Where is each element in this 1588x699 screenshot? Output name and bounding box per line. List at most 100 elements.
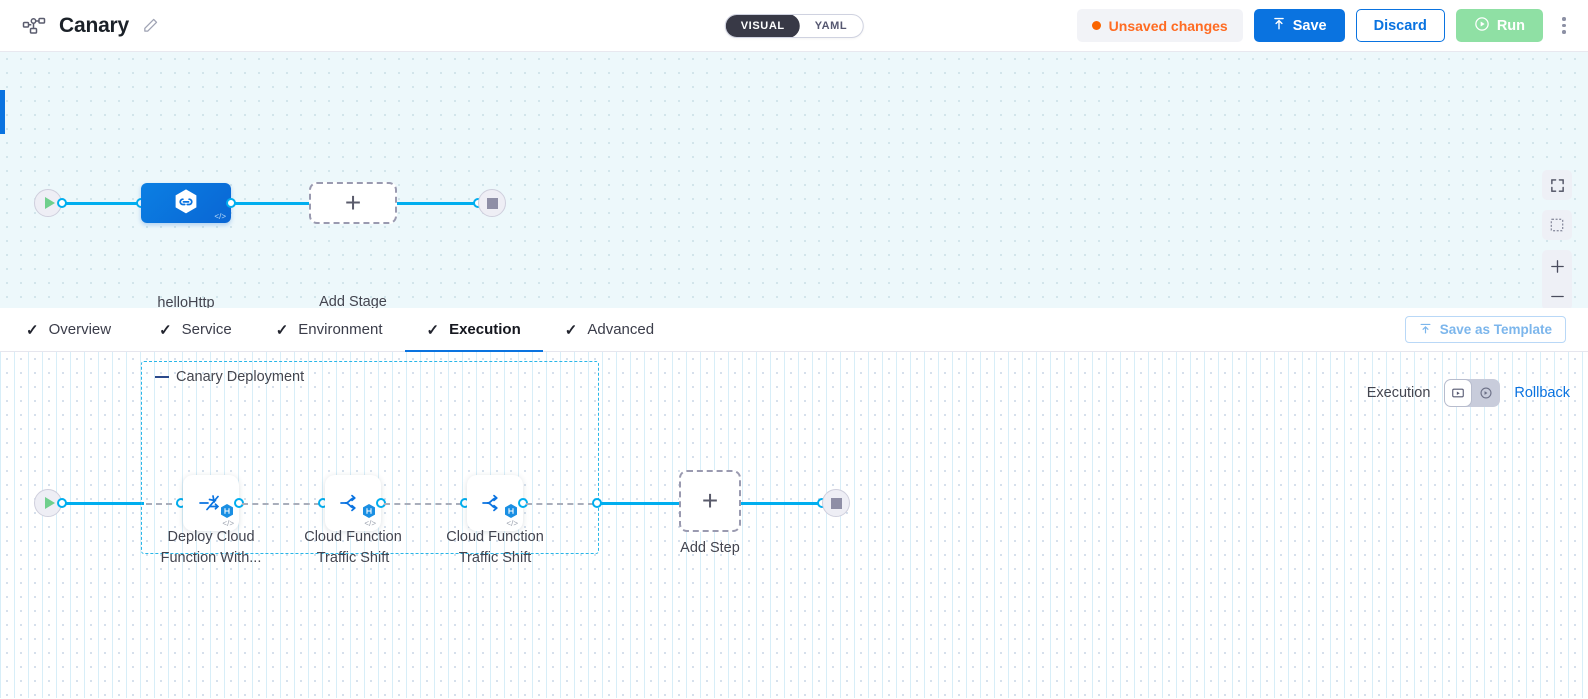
save-button-label: Save <box>1292 17 1327 34</box>
execution-toolbar: Execution Rollback <box>1367 379 1570 407</box>
step-group-title-label: Canary Deployment <box>176 369 305 385</box>
harness-hex-badge <box>363 504 375 518</box>
tab-advanced[interactable]: ✓ Advanced <box>543 308 676 352</box>
plus-icon: + <box>344 187 362 218</box>
play-icon <box>44 197 55 209</box>
execution-steps-canvas[interactable]: Execution Rollback Canary Deploymen <box>0 352 1588 698</box>
stage-code-badge: </> <box>214 212 226 221</box>
plus-icon: + <box>701 485 719 516</box>
cloud-function-link-icon <box>175 189 197 214</box>
tab-overview[interactable]: ✓ Overview <box>26 308 137 352</box>
check-icon: ✓ <box>564 321 578 339</box>
edge-addstep-to-end <box>741 502 821 505</box>
discard-button-label: Discard <box>1373 17 1427 34</box>
header-actions: Unsaved changes Save Discard Run <box>1076 9 1574 42</box>
discard-button[interactable]: Discard <box>1355 9 1445 42</box>
pipeline-graph-icon <box>22 14 46 38</box>
tab-advanced-label: Advanced <box>587 321 655 338</box>
edge-stage-to-addstage <box>234 202 310 205</box>
unsaved-changes-badge: Unsaved changes <box>1076 9 1243 42</box>
tab-service-label: Service <box>181 321 232 338</box>
execution-label: Execution <box>1366 385 1431 401</box>
kebab-menu-icon[interactable] <box>1554 13 1574 38</box>
edge-group-entry <box>146 503 182 505</box>
rollback-flow-icon <box>1480 387 1492 399</box>
step-group-canary-deployment[interactable] <box>141 361 599 554</box>
step-code-badge: </> <box>506 519 518 528</box>
edge-step2-to-step3 <box>384 503 462 505</box>
minus-icon <box>1550 295 1564 297</box>
zoom-in-button[interactable] <box>1542 250 1572 282</box>
add-stage-button[interactable]: + <box>309 182 397 224</box>
tab-environment-label: Environment <box>298 321 383 338</box>
stage-flow: </> helloHttp + Add Stage <box>0 52 1588 308</box>
collapse-dash-icon[interactable] <box>155 375 169 379</box>
check-icon: ✓ <box>159 321 172 339</box>
edge-addstage-to-end <box>397 202 477 205</box>
step-1-label: Deploy Cloud Function With... <box>136 527 286 569</box>
run-button[interactable]: Run <box>1455 9 1543 42</box>
fullscreen-button[interactable] <box>1542 170 1572 200</box>
page-title: Canary <box>59 13 130 37</box>
tab-overview-label: Overview <box>48 321 112 338</box>
run-button-label: Run <box>1496 17 1525 34</box>
edge-start-to-group <box>66 502 144 505</box>
stage-config-tabs: ✓ Overview ✓ Service ✓ Environment ✓ Exe… <box>0 308 1588 353</box>
tab-environment[interactable]: ✓ Environment <box>254 308 405 352</box>
step-node-traffic-shift-2[interactable]: </> <box>467 475 523 531</box>
fit-screen-icon <box>1550 218 1564 232</box>
check-icon: ✓ <box>426 321 440 339</box>
tab-service[interactable]: ✓ Service <box>137 308 254 352</box>
execution-flow-icon <box>1452 388 1465 398</box>
mode-option-yaml[interactable]: YAML <box>814 19 848 32</box>
add-step-label: Add Step <box>680 540 740 556</box>
rollback-link[interactable]: Rollback <box>1514 385 1570 401</box>
unsaved-changes-label: Unsaved changes <box>1108 17 1228 34</box>
execution-view-toggle[interactable] <box>1444 379 1501 407</box>
step-node-deploy-cloud-function[interactable]: </> <box>183 475 239 531</box>
stage-label: helloHttp <box>157 295 215 308</box>
pencil-icon[interactable] <box>142 17 159 34</box>
edge-step3-to-group-exit <box>526 503 594 505</box>
stop-icon <box>830 497 842 509</box>
step-code-badge: </> <box>222 519 234 528</box>
step-3-label-line1: Cloud Function <box>446 529 544 545</box>
mode-option-visual[interactable]: VISUAL <box>725 14 800 37</box>
mode-toggle[interactable]: VISUAL YAML <box>724 13 864 38</box>
step-2-label-line2: Traffic Shift <box>316 550 390 566</box>
check-icon: ✓ <box>26 321 39 339</box>
save-button[interactable]: Save <box>1253 9 1345 42</box>
step-group-title: Canary Deployment <box>155 369 304 385</box>
save-as-template-button[interactable]: Save as Template <box>1404 316 1566 343</box>
header-left-group: Canary <box>22 14 159 38</box>
traffic-shift-icon <box>340 494 356 512</box>
step-2-label-line1: Cloud Function <box>304 529 402 545</box>
pipeline-end-node[interactable] <box>478 189 506 217</box>
step-code-badge: </> <box>364 519 376 528</box>
play-icon <box>44 497 55 509</box>
step-node-traffic-shift-1[interactable]: </> <box>325 475 381 531</box>
zoom-out-button[interactable] <box>1542 282 1572 308</box>
add-stage-label: Add Stage <box>319 294 387 308</box>
upload-arrow-icon <box>1272 16 1286 35</box>
unsaved-dot-icon <box>1091 21 1101 30</box>
step-2-label: Cloud Function Traffic Shift <box>278 527 428 569</box>
harness-hex-badge <box>221 504 233 518</box>
app-header: Canary VISUAL YAML Unsaved changes Save … <box>0 0 1588 52</box>
rollback-view-button[interactable] <box>1472 379 1500 407</box>
step-3-label: Cloud Function Traffic Shift <box>420 527 570 569</box>
stop-icon <box>486 197 498 209</box>
check-icon: ✓ <box>275 321 289 339</box>
pipeline-stage-canvas[interactable]: </> helloHttp + Add Stage <box>0 52 1588 308</box>
step-1-label-line1: Deploy Cloud <box>167 529 255 545</box>
execution-end-node[interactable] <box>822 489 850 517</box>
traffic-shift-icon <box>482 494 498 512</box>
tab-execution[interactable]: ✓ Execution <box>404 308 544 353</box>
zoom-controls <box>1542 250 1572 308</box>
execution-view-button[interactable] <box>1444 379 1473 407</box>
stage-node-hellohttp[interactable]: </> <box>141 183 231 223</box>
fit-to-screen-button[interactable] <box>1542 210 1572 240</box>
add-step-button[interactable]: + <box>679 470 741 532</box>
deploy-function-icon <box>199 495 220 511</box>
tab-execution-label: Execution <box>449 321 521 338</box>
